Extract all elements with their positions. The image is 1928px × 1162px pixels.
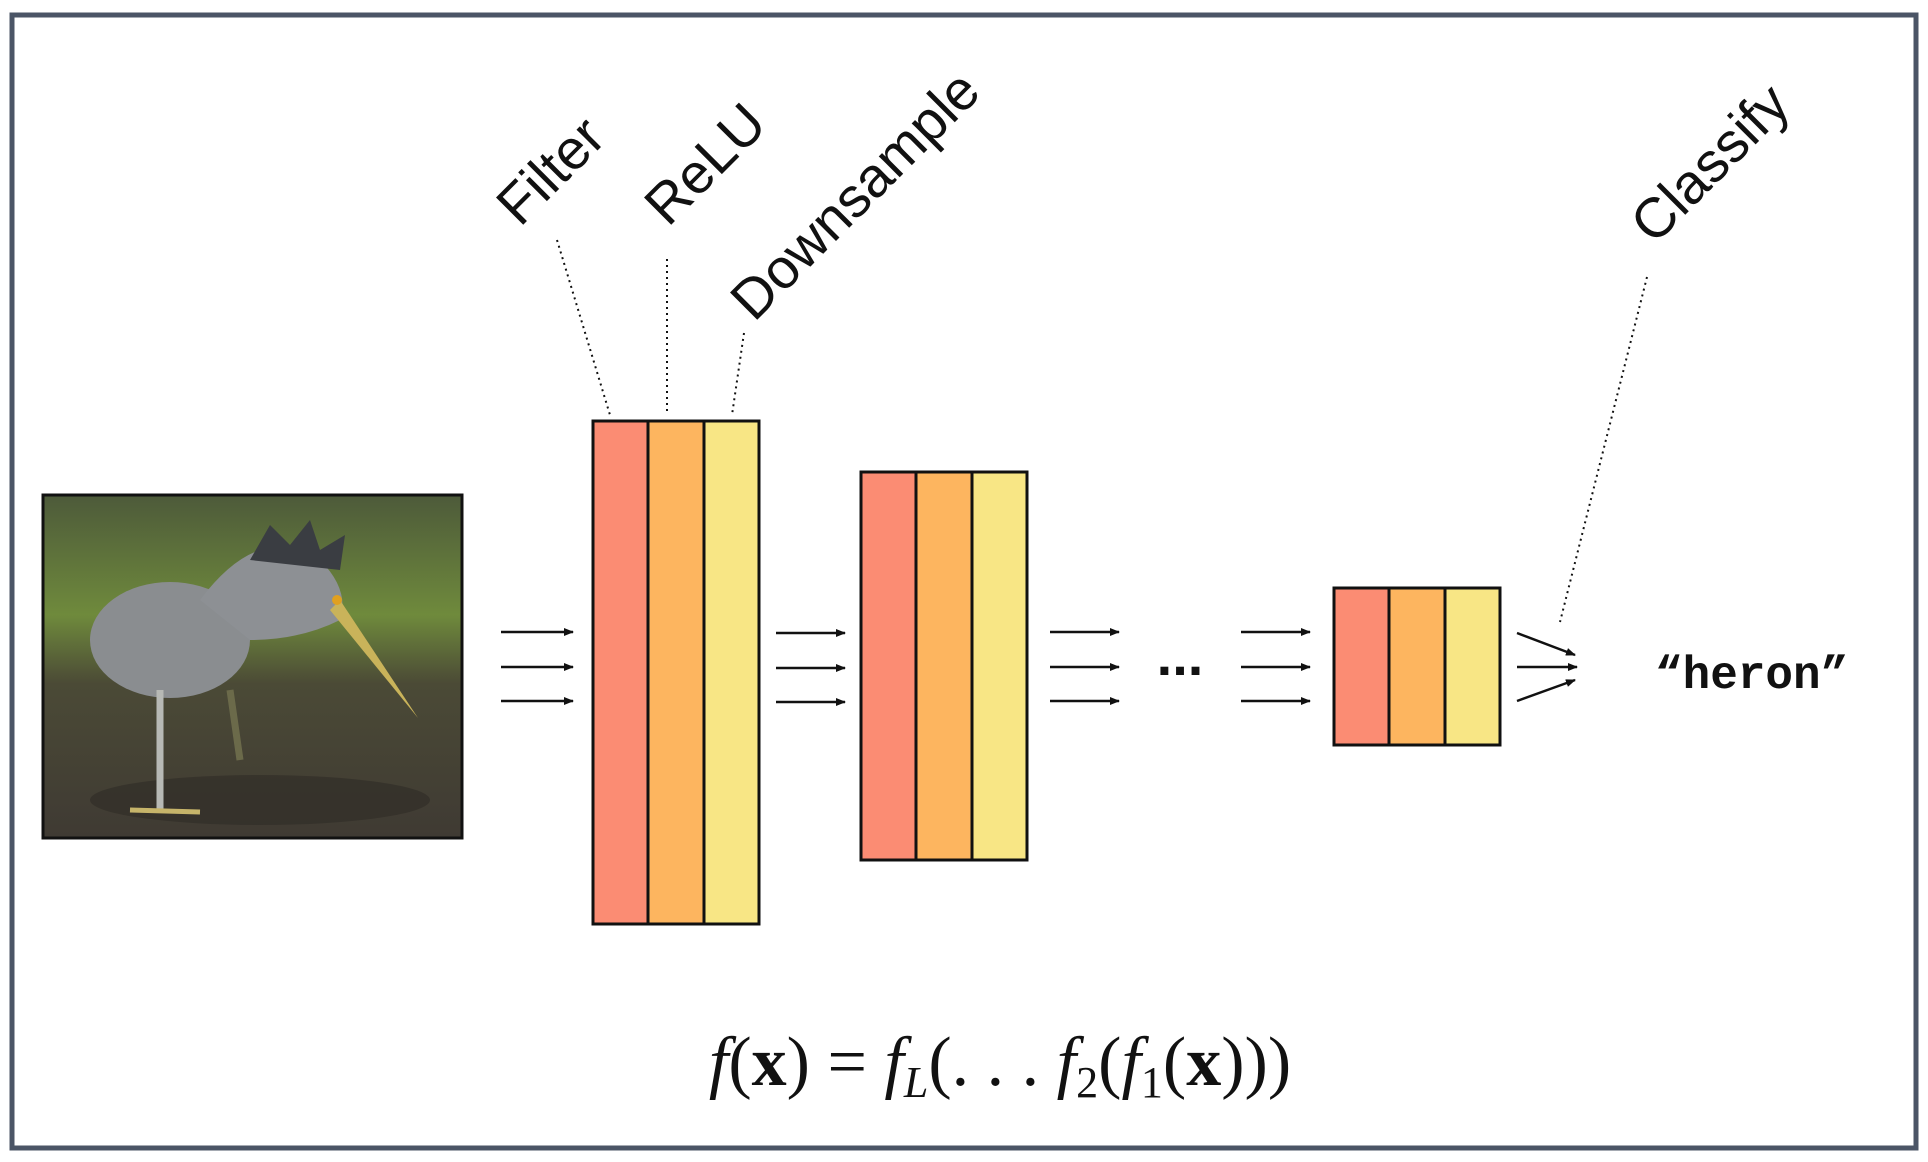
arrow-group-1	[501, 628, 574, 705]
downsample-stripe	[702, 419, 761, 926]
classify-arrows	[1516, 631, 1578, 703]
layer-block-2	[859, 470, 1029, 862]
arrow-group-4	[1241, 628, 1311, 705]
ellipsis: ...	[1157, 624, 1204, 687]
filter-stripe	[591, 419, 650, 926]
relu-stripe	[646, 419, 706, 926]
heron-photo	[41, 493, 464, 840]
output-label: “heron”	[1655, 650, 1848, 702]
leader-lines	[556, 239, 1648, 623]
formula: f(x) = fL(. . . f2(f1(x)))	[709, 1024, 1291, 1107]
arrow-group-3	[1050, 628, 1120, 705]
arrow-group-2	[776, 629, 846, 706]
layer-block-final	[1332, 586, 1502, 747]
layer-block-1	[591, 419, 761, 926]
